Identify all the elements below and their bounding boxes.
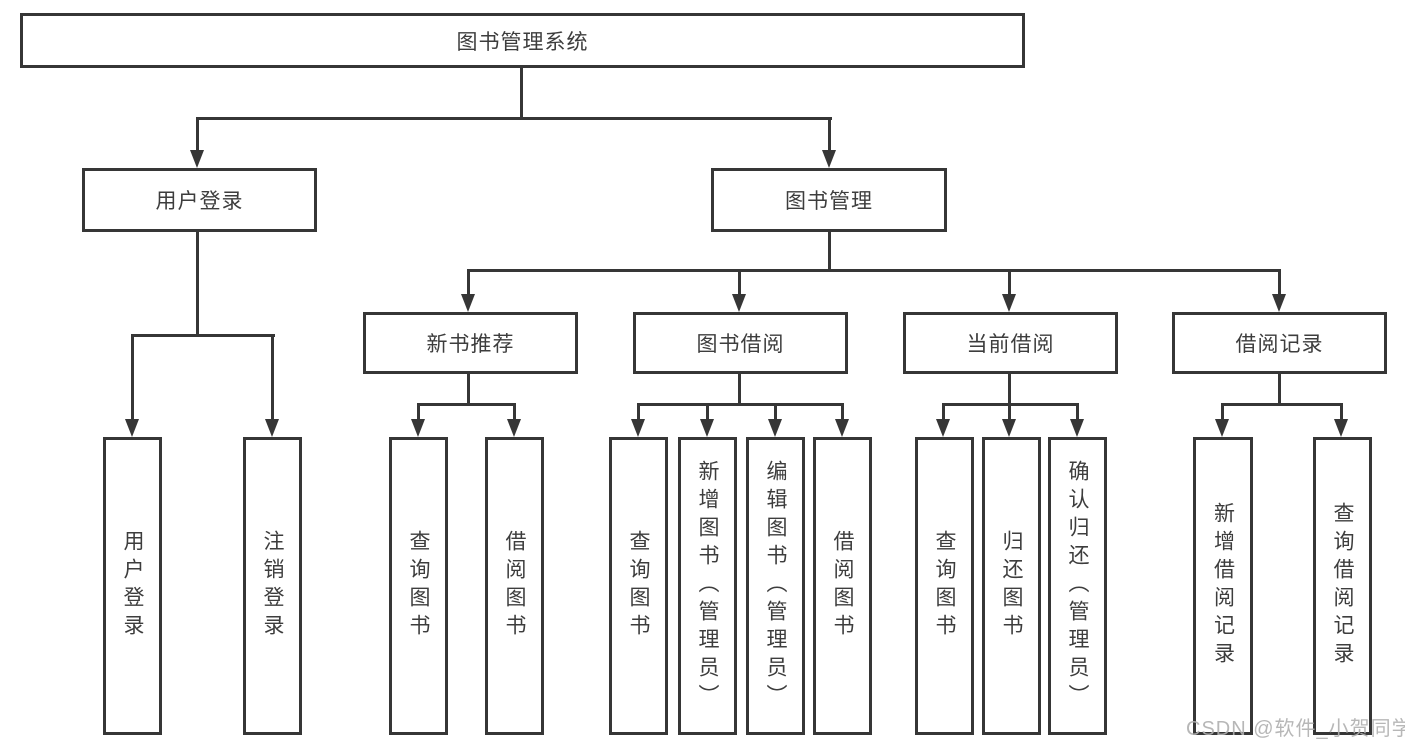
connector-line — [520, 66, 523, 119]
arrow-down-icon — [768, 419, 782, 437]
leaf-edit-book-admin: 编辑图书（管理员） — [746, 437, 805, 735]
connector-line — [1221, 405, 1224, 421]
connector-line — [417, 405, 420, 421]
leaf-query-books-borrowing: 查询图书 — [609, 437, 668, 735]
connector-line — [942, 403, 1079, 406]
connector-line — [1221, 403, 1343, 406]
connector-line — [1008, 271, 1011, 296]
connector-line — [467, 373, 470, 406]
node-label: 当前借阅 — [966, 333, 1055, 356]
node-book-borrowing: 图书借阅 — [633, 312, 848, 374]
leaf-label: 借阅图书 — [831, 530, 854, 642]
arrow-down-icon — [1215, 419, 1229, 437]
leaf-confirm-return-admin: 确认归还（管理员） — [1048, 437, 1107, 735]
node-label: 新书推荐 — [426, 333, 515, 356]
connector-line — [467, 271, 470, 296]
arrow-down-icon — [822, 150, 836, 168]
leaf-borrow-books: 借阅图书 — [813, 437, 872, 735]
leaf-label: 确认归还（管理员） — [1066, 460, 1089, 712]
connector-line — [1008, 405, 1011, 421]
watermark-text: CSDN @软件_小贺同学 — [1186, 718, 1405, 740]
leaf-user-login: 用户登录 — [103, 437, 162, 735]
connector-line — [738, 271, 741, 296]
arrow-down-icon — [732, 294, 746, 312]
arrow-down-icon — [631, 419, 645, 437]
connector-line — [513, 405, 516, 421]
connector-line — [774, 405, 777, 421]
leaf-label: 编辑图书（管理员） — [764, 460, 787, 712]
leaf-label: 借阅图书 — [503, 530, 526, 642]
leaf-label: 查询图书 — [407, 530, 430, 642]
node-label: 图书管理系统 — [456, 30, 589, 54]
node-book-management: 图书管理 — [711, 168, 947, 232]
connector-line — [738, 373, 741, 406]
leaf-query-borrow-record: 查询借阅记录 — [1313, 437, 1372, 735]
connector-line — [841, 405, 844, 421]
node-label: 图书借阅 — [696, 333, 785, 356]
leaf-borrow-books-recommend: 借阅图书 — [485, 437, 544, 735]
node-new-book-recommendation: 新书推荐 — [363, 312, 578, 374]
connector-line — [706, 405, 709, 421]
arrow-down-icon — [507, 419, 521, 437]
arrow-down-icon — [835, 419, 849, 437]
leaf-query-books-recommend: 查询图书 — [389, 437, 448, 735]
connector-line — [271, 336, 274, 420]
arrow-down-icon — [461, 294, 475, 312]
connector-line — [417, 403, 516, 406]
connector-line — [131, 334, 275, 337]
leaf-logout: 注销登录 — [243, 437, 302, 735]
arrow-down-icon — [190, 150, 204, 168]
node-label: 图书管理 — [785, 190, 873, 213]
leaf-query-books-current: 查询图书 — [915, 437, 974, 735]
arrow-down-icon — [1334, 419, 1348, 437]
leaf-label: 用户登录 — [121, 530, 144, 642]
node-user-login: 用户登录 — [82, 168, 317, 232]
leaf-label: 新增图书（管理员） — [696, 460, 719, 712]
connector-line — [637, 403, 844, 406]
arrow-down-icon — [936, 419, 950, 437]
leaf-label: 注销登录 — [261, 530, 284, 642]
connector-line — [1340, 405, 1343, 421]
arrow-down-icon — [411, 419, 425, 437]
connector-line — [467, 269, 1281, 272]
leaf-label: 查询图书 — [627, 530, 650, 642]
arrow-down-icon — [700, 419, 714, 437]
node-current-borrowing: 当前借阅 — [903, 312, 1118, 374]
connector-line — [1008, 373, 1011, 406]
connector-line — [1278, 373, 1281, 406]
connector-line — [196, 231, 199, 337]
leaf-return-books: 归还图书 — [982, 437, 1041, 735]
connector-line — [196, 119, 199, 152]
connector-line — [828, 231, 831, 272]
leaf-add-borrow-record: 新增借阅记录 — [1193, 437, 1253, 735]
leaf-label: 查询图书 — [933, 530, 956, 642]
leaf-label: 查询借阅记录 — [1331, 502, 1354, 670]
connector-line — [131, 336, 134, 420]
arrow-down-icon — [1002, 294, 1016, 312]
connector-line — [637, 405, 640, 421]
arrow-down-icon — [1070, 419, 1084, 437]
leaf-label: 新增借阅记录 — [1211, 502, 1235, 670]
connector-line — [1076, 405, 1079, 421]
node-borrowing-records: 借阅记录 — [1172, 312, 1387, 374]
connector-line — [828, 119, 831, 152]
connector-line — [1278, 271, 1281, 296]
arrow-down-icon — [1272, 294, 1286, 312]
arrow-down-icon — [1002, 419, 1016, 437]
connector-line — [942, 405, 945, 421]
connector-line — [196, 117, 832, 120]
arrow-down-icon — [125, 419, 139, 437]
node-library-system: 图书管理系统 — [20, 13, 1025, 68]
leaf-label: 归还图书 — [1000, 530, 1023, 642]
node-label: 用户登录 — [155, 190, 244, 213]
leaf-add-book-admin: 新增图书（管理员） — [678, 437, 737, 735]
node-label: 借阅记录 — [1235, 333, 1324, 356]
arrow-down-icon — [265, 419, 279, 437]
